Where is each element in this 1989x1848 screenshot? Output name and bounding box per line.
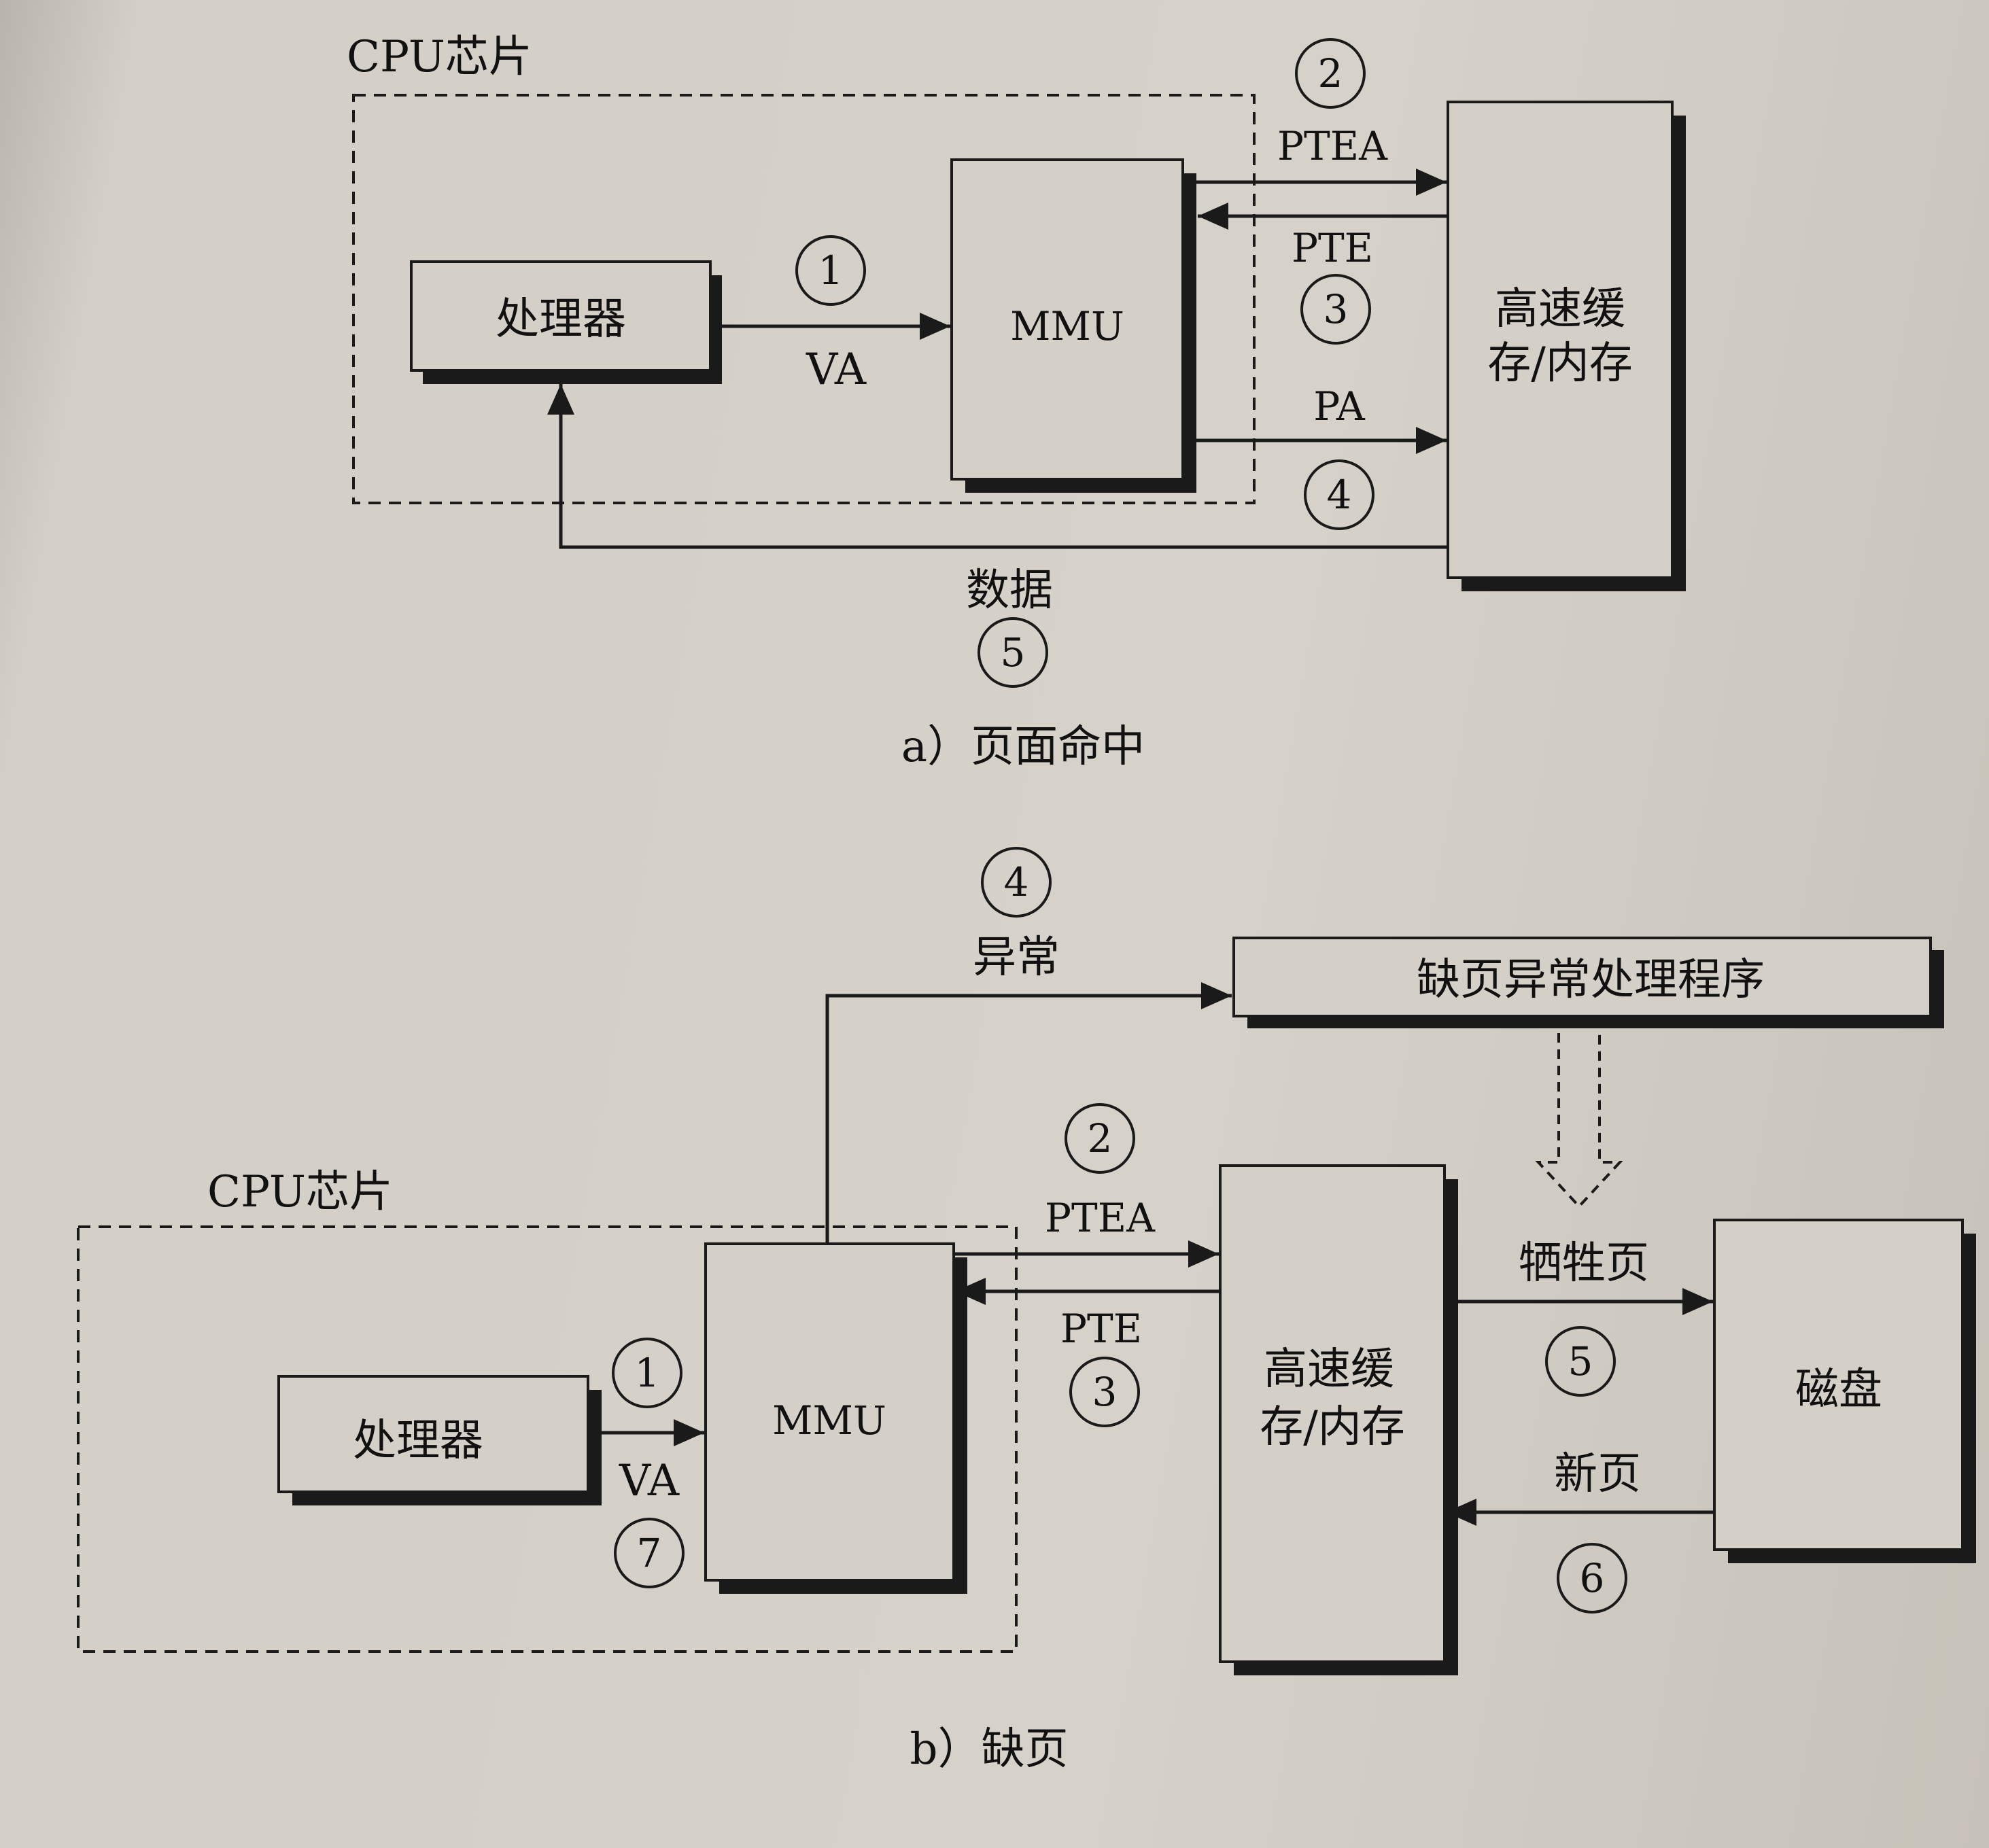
- step-number-a-3: 3: [1324, 286, 1349, 332]
- processor-box-b: [277, 1375, 589, 1493]
- processor-label-a: 处理器: [496, 294, 626, 345]
- step-circle-b-7: [614, 1518, 685, 1588]
- page-fault-handler-box: [1232, 937, 1932, 1017]
- caption-b: b）缺页: [910, 1724, 1069, 1775]
- mmu-label-b: MMU: [772, 1397, 886, 1444]
- mmu-label-a: MMU: [1010, 303, 1124, 349]
- step-number-a-1: 1: [818, 247, 844, 294]
- step-number-b-5: 5: [1568, 1338, 1593, 1384]
- step-number-b-7: 7: [637, 1530, 662, 1576]
- pte-label-b: PTE: [1060, 1306, 1142, 1352]
- victim-page-label: 牺牲页: [1519, 1238, 1649, 1289]
- diagram-page-fault: 4 异常 缺页异常处理程序 CPU芯片 处理器 MMU 1 VA 7 高速缓 存…: [77, 847, 1976, 1775]
- caption-a: a）页面命中: [901, 722, 1145, 772]
- data-return-arrow-a: [547, 384, 1448, 549]
- new-page-label: 新页: [1554, 1449, 1641, 1499]
- processor-box-a: [410, 260, 712, 372]
- diagram-page-hit: CPU芯片 处理器 MMU 高速缓 存/内存 1 VA 2 PTEA PTE 3…: [347, 32, 1686, 772]
- cache-memory-box-b: [1219, 1164, 1446, 1663]
- mmu-box-b: [704, 1242, 955, 1582]
- mmu-box-a: [950, 158, 1184, 481]
- pte-label-a: PTE: [1292, 225, 1373, 271]
- va-label-b: VA: [619, 1456, 680, 1506]
- step-circle-b-5: [1545, 1326, 1616, 1397]
- processor-label-b: 处理器: [353, 1416, 483, 1466]
- step-number-b-3: 3: [1092, 1369, 1118, 1415]
- step-circle-b-2: [1065, 1103, 1135, 1174]
- step-number-a-5: 5: [1001, 629, 1026, 676]
- ptea-label-a: PTEA: [1277, 123, 1388, 169]
- step-number-b-6: 6: [1580, 1555, 1605, 1601]
- step-circle-a-2: [1295, 38, 1366, 109]
- pa-label-a: PA: [1313, 383, 1366, 430]
- step-circle-a-5: [978, 617, 1048, 688]
- step-number-b-2: 2: [1088, 1115, 1113, 1162]
- step-number-a-2: 2: [1318, 50, 1343, 97]
- exception-label-b: 异常: [973, 932, 1060, 983]
- page-fault-handler-label: 缺页异常处理程序: [1417, 955, 1765, 1005]
- step-circle-a-4: [1304, 459, 1374, 530]
- cpu-chip-boundary-a: [352, 94, 1256, 504]
- cpu-chip-label-a: CPU芯片: [347, 32, 532, 82]
- step-number-a-4: 4: [1327, 472, 1352, 518]
- cache-memory-box-a: [1447, 101, 1674, 579]
- data-label-a: 数据: [966, 565, 1053, 616]
- cache-memory-label-a-line1: 高速缓: [1495, 284, 1625, 334]
- step-circle-b-6: [1557, 1543, 1627, 1614]
- disk-label: 磁盘: [1795, 1365, 1882, 1415]
- cache-memory-label-b-line2: 存/内存: [1260, 1402, 1405, 1452]
- cache-memory-label-a-line2: 存/内存: [1487, 338, 1633, 389]
- ptea-label-b: PTEA: [1045, 1195, 1156, 1241]
- step-circle-a-3: [1300, 274, 1371, 345]
- step-circle-a-1: [795, 235, 866, 306]
- handler-flow-arrow: [1535, 1033, 1623, 1208]
- step-circle-b-1: [612, 1338, 682, 1408]
- disk-box: [1713, 1219, 1964, 1551]
- cache-memory-label-b-line1: 高速缓: [1264, 1344, 1394, 1395]
- cpu-chip-boundary-b: [77, 1225, 1018, 1653]
- step-number-b-1: 1: [635, 1350, 660, 1396]
- step-number-b-4: 4: [1004, 859, 1029, 905]
- step-circle-b-4: [981, 847, 1052, 918]
- cpu-chip-label-b: CPU芯片: [207, 1167, 393, 1217]
- step-circle-b-3: [1069, 1357, 1140, 1427]
- va-label-a: VA: [806, 345, 867, 395]
- exception-arrow-b: [825, 982, 1232, 1244]
